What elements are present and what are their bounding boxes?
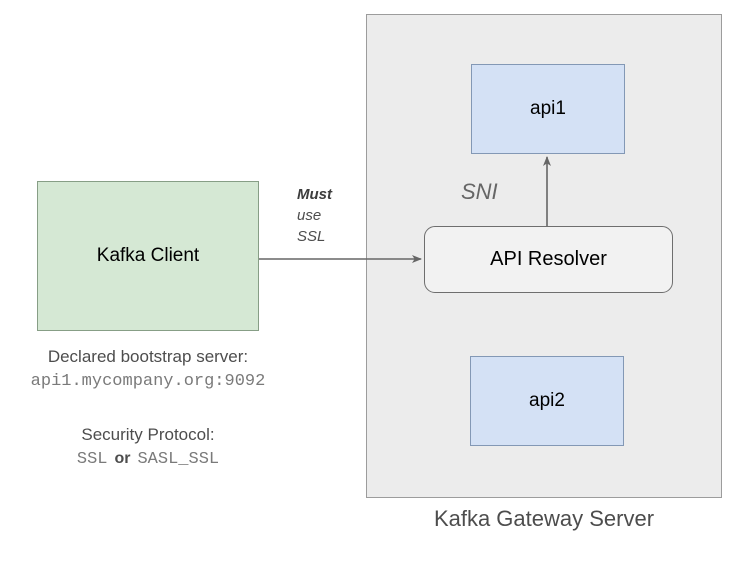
security-protocol-annotation: Security Protocol: SSL or SASL_SSL [8, 423, 288, 472]
security-annotation-values: SSL or SASL_SSL [8, 447, 288, 472]
must-use-ssl-line1: Must [297, 186, 332, 203]
kafka-client-label: Kafka Client [96, 245, 200, 266]
api2-node[interactable]: api2 [470, 356, 624, 446]
kafka-client-node[interactable]: Kafka Client [37, 181, 259, 331]
must-use-ssl-line3: SSL [297, 228, 326, 245]
bootstrap-annotation-title: Declared bootstrap server: [47, 347, 249, 366]
gateway-caption: Kafka Gateway Server [433, 506, 655, 531]
api1-label: api1 [530, 98, 566, 119]
security-protocol-conjunction: or [114, 450, 131, 467]
security-protocol-sasl-ssl: SASL_SSL [137, 450, 220, 469]
api2-label: api2 [529, 390, 565, 411]
security-annotation-title: Security Protocol: [81, 425, 215, 444]
bootstrap-annotation-value: api1.mycompany.org:9092 [30, 372, 266, 391]
must-use-ssl-line2: use [297, 207, 322, 224]
sni-label: SNI [461, 179, 498, 204]
must-use-ssl-label: Must use SSL [297, 184, 357, 247]
security-protocol-ssl: SSL [76, 450, 108, 469]
api1-node[interactable]: api1 [471, 64, 625, 154]
api-resolver-label: API Resolver [490, 248, 607, 270]
bootstrap-server-annotation: Declared bootstrap server: api1.mycompan… [8, 345, 288, 394]
api-resolver-node[interactable]: API Resolver [424, 226, 673, 293]
